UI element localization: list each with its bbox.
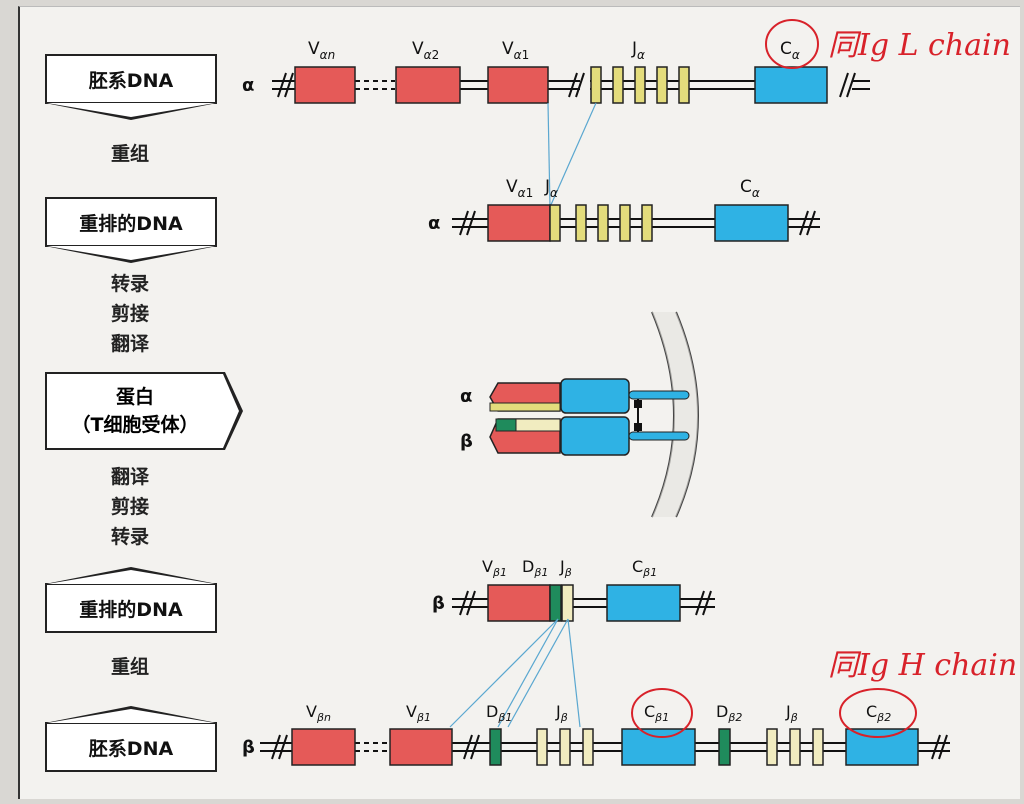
step-splicing: 剪接 [110, 303, 149, 325]
alpha-c-domain [560, 378, 630, 414]
d-beta-1-label: Dβ1 [486, 702, 512, 724]
ig-h-chain-annotation: 同Ig H chain [828, 648, 1017, 683]
alpha-rearranged-locus: α Vα1 Jα Cα [428, 177, 820, 242]
alpha-j-connector [549, 102, 597, 208]
v-alpha-1-label: Vα1 [502, 39, 529, 62]
step-transcription: 转录 [110, 273, 149, 295]
c-beta-2-label: Cβ2 [866, 702, 891, 724]
v-alpha-2-label: Vα2 [412, 39, 439, 62]
v-beta-1-segment [389, 728, 453, 766]
d-beta-1-rearranged-label: Dβ1 [522, 557, 548, 579]
alpha-v-connector [547, 102, 551, 208]
germline-dna-alpha-box: 胚系DNA [45, 54, 217, 120]
v-beta-n-label: Vβn [306, 702, 331, 724]
c-alpha-rearranged-segment [714, 204, 789, 242]
step-splicing-up: 剪接 [110, 496, 149, 518]
v-alpha-n-label: Vαn [308, 39, 335, 62]
membrane-outer-line [651, 311, 675, 518]
beta-rearranged-locus: β Vβ1 Dβ1 Jβ Cβ1 [432, 557, 715, 622]
alpha-germline-locus: α Vαn Vα2 [242, 19, 1011, 104]
beta-connectors [449, 618, 581, 728]
v-beta-n-segment [291, 728, 356, 766]
d-beta-2-label: Dβ2 [716, 702, 742, 724]
step-translation-up: 翻译 [110, 466, 149, 488]
j-alpha-label: Jα [631, 39, 645, 62]
step-transcription-up: 转录 [110, 526, 149, 548]
v-beta-1-rearranged-label: Vβ1 [482, 557, 507, 579]
v-alpha-1-rearranged-label: Vα1 [506, 177, 533, 200]
recombination-bottom-label: 重组 [110, 656, 149, 678]
alpha-germline-chain-label: α [242, 75, 254, 96]
j-beta-2-label: Jβ [785, 702, 798, 724]
v-beta-1-rearranged-segment [487, 584, 551, 622]
rearranged-dna-alpha-box: 重排的DNA [45, 197, 217, 263]
c-alpha-segment [754, 66, 828, 104]
rearranged-dna-beta-box: 重排的DNA [45, 567, 217, 633]
c-alpha-circle-annotation [765, 19, 819, 69]
protein-label: 蛋白 [115, 386, 154, 408]
beta-rearranged-chain-label: β [432, 593, 445, 614]
d-beta-2-segment [718, 728, 731, 766]
d-beta-1-segment [489, 728, 502, 766]
j-alpha-rearranged-label: Jα [544, 177, 558, 200]
c-beta-1-rearranged-label: Cβ1 [632, 557, 657, 579]
c-beta-1-label: Cβ1 [644, 702, 669, 724]
beta-c-domain [560, 416, 630, 456]
germline-dna-beta-label: 胚系DNA [88, 737, 174, 760]
beta-tm-tail [628, 431, 690, 441]
recombination-top-label: 重组 [110, 143, 149, 165]
beta-germline-locus: β Vβn [242, 648, 1017, 766]
germline-dna-alpha-label: 胚系DNA [88, 69, 174, 92]
c-beta-2-circle-annotation [839, 688, 917, 738]
c-beta-1-circle-annotation [631, 688, 693, 738]
v-alpha-n-segment [294, 66, 356, 104]
d-beta-1-rearranged-segment [549, 584, 562, 622]
figure-page: 胚系DNA 重组 重排的DNA 转录 剪接 翻译 蛋白 （T细胞受体） 翻译 剪… [18, 6, 1020, 799]
rearranged-dna-alpha-label: 重排的DNA [79, 212, 183, 235]
j-beta-1-label: Jβ [555, 702, 568, 724]
v-beta-1-label: Vβ1 [406, 702, 431, 724]
steps-up-list: 翻译 剪接 转录 [80, 462, 180, 552]
germline-dna-beta-box: 胚系DNA [45, 706, 217, 772]
protein-tcr-box: 蛋白 （T细胞受体） [45, 372, 243, 450]
alpha-tm-tail [628, 390, 690, 400]
gene-rearrangement-diagram: α Vαn Vα2 [242, 19, 1017, 766]
beta-d-region [495, 418, 517, 432]
c-beta-1-rearranged-segment [606, 584, 681, 622]
c-alpha-label: Cα [780, 39, 800, 62]
steps-down-list: 转录 剪接 翻译 [80, 269, 180, 359]
j-alpha-rearranged-segments [549, 204, 653, 242]
beta-germline-chain-label: β [242, 737, 255, 758]
c-beta-2-segment [845, 728, 919, 766]
beta-j-region [515, 418, 561, 432]
rearranged-dna-beta-label: 重排的DNA [79, 598, 183, 621]
c-alpha-rearranged-label: Cα [740, 177, 760, 200]
ig-l-chain-annotation: 同Ig L chain [828, 28, 1011, 63]
alpha-rearranged-chain-label: α [428, 213, 440, 234]
protein-beta-label: β [460, 431, 473, 452]
v-alpha-1-segment [487, 66, 549, 104]
j-beta-rearranged-label: Jβ [559, 557, 572, 579]
c-beta-1-segment [621, 728, 696, 766]
v-alpha-2-segment [395, 66, 461, 104]
j-beta-1-segments [536, 728, 594, 766]
j-alpha-segments [590, 66, 690, 104]
tcr-label: （T细胞受体） [71, 414, 199, 436]
alpha-j-region [489, 402, 561, 412]
v-alpha-1-rearranged-segment [487, 204, 551, 242]
step-translation: 翻译 [110, 333, 149, 355]
j-beta-2-segments [766, 728, 824, 766]
tcr-protein-diagram: α β [460, 311, 699, 518]
protein-alpha-label: α [460, 386, 472, 407]
j-beta-rearranged-segment [561, 584, 574, 622]
